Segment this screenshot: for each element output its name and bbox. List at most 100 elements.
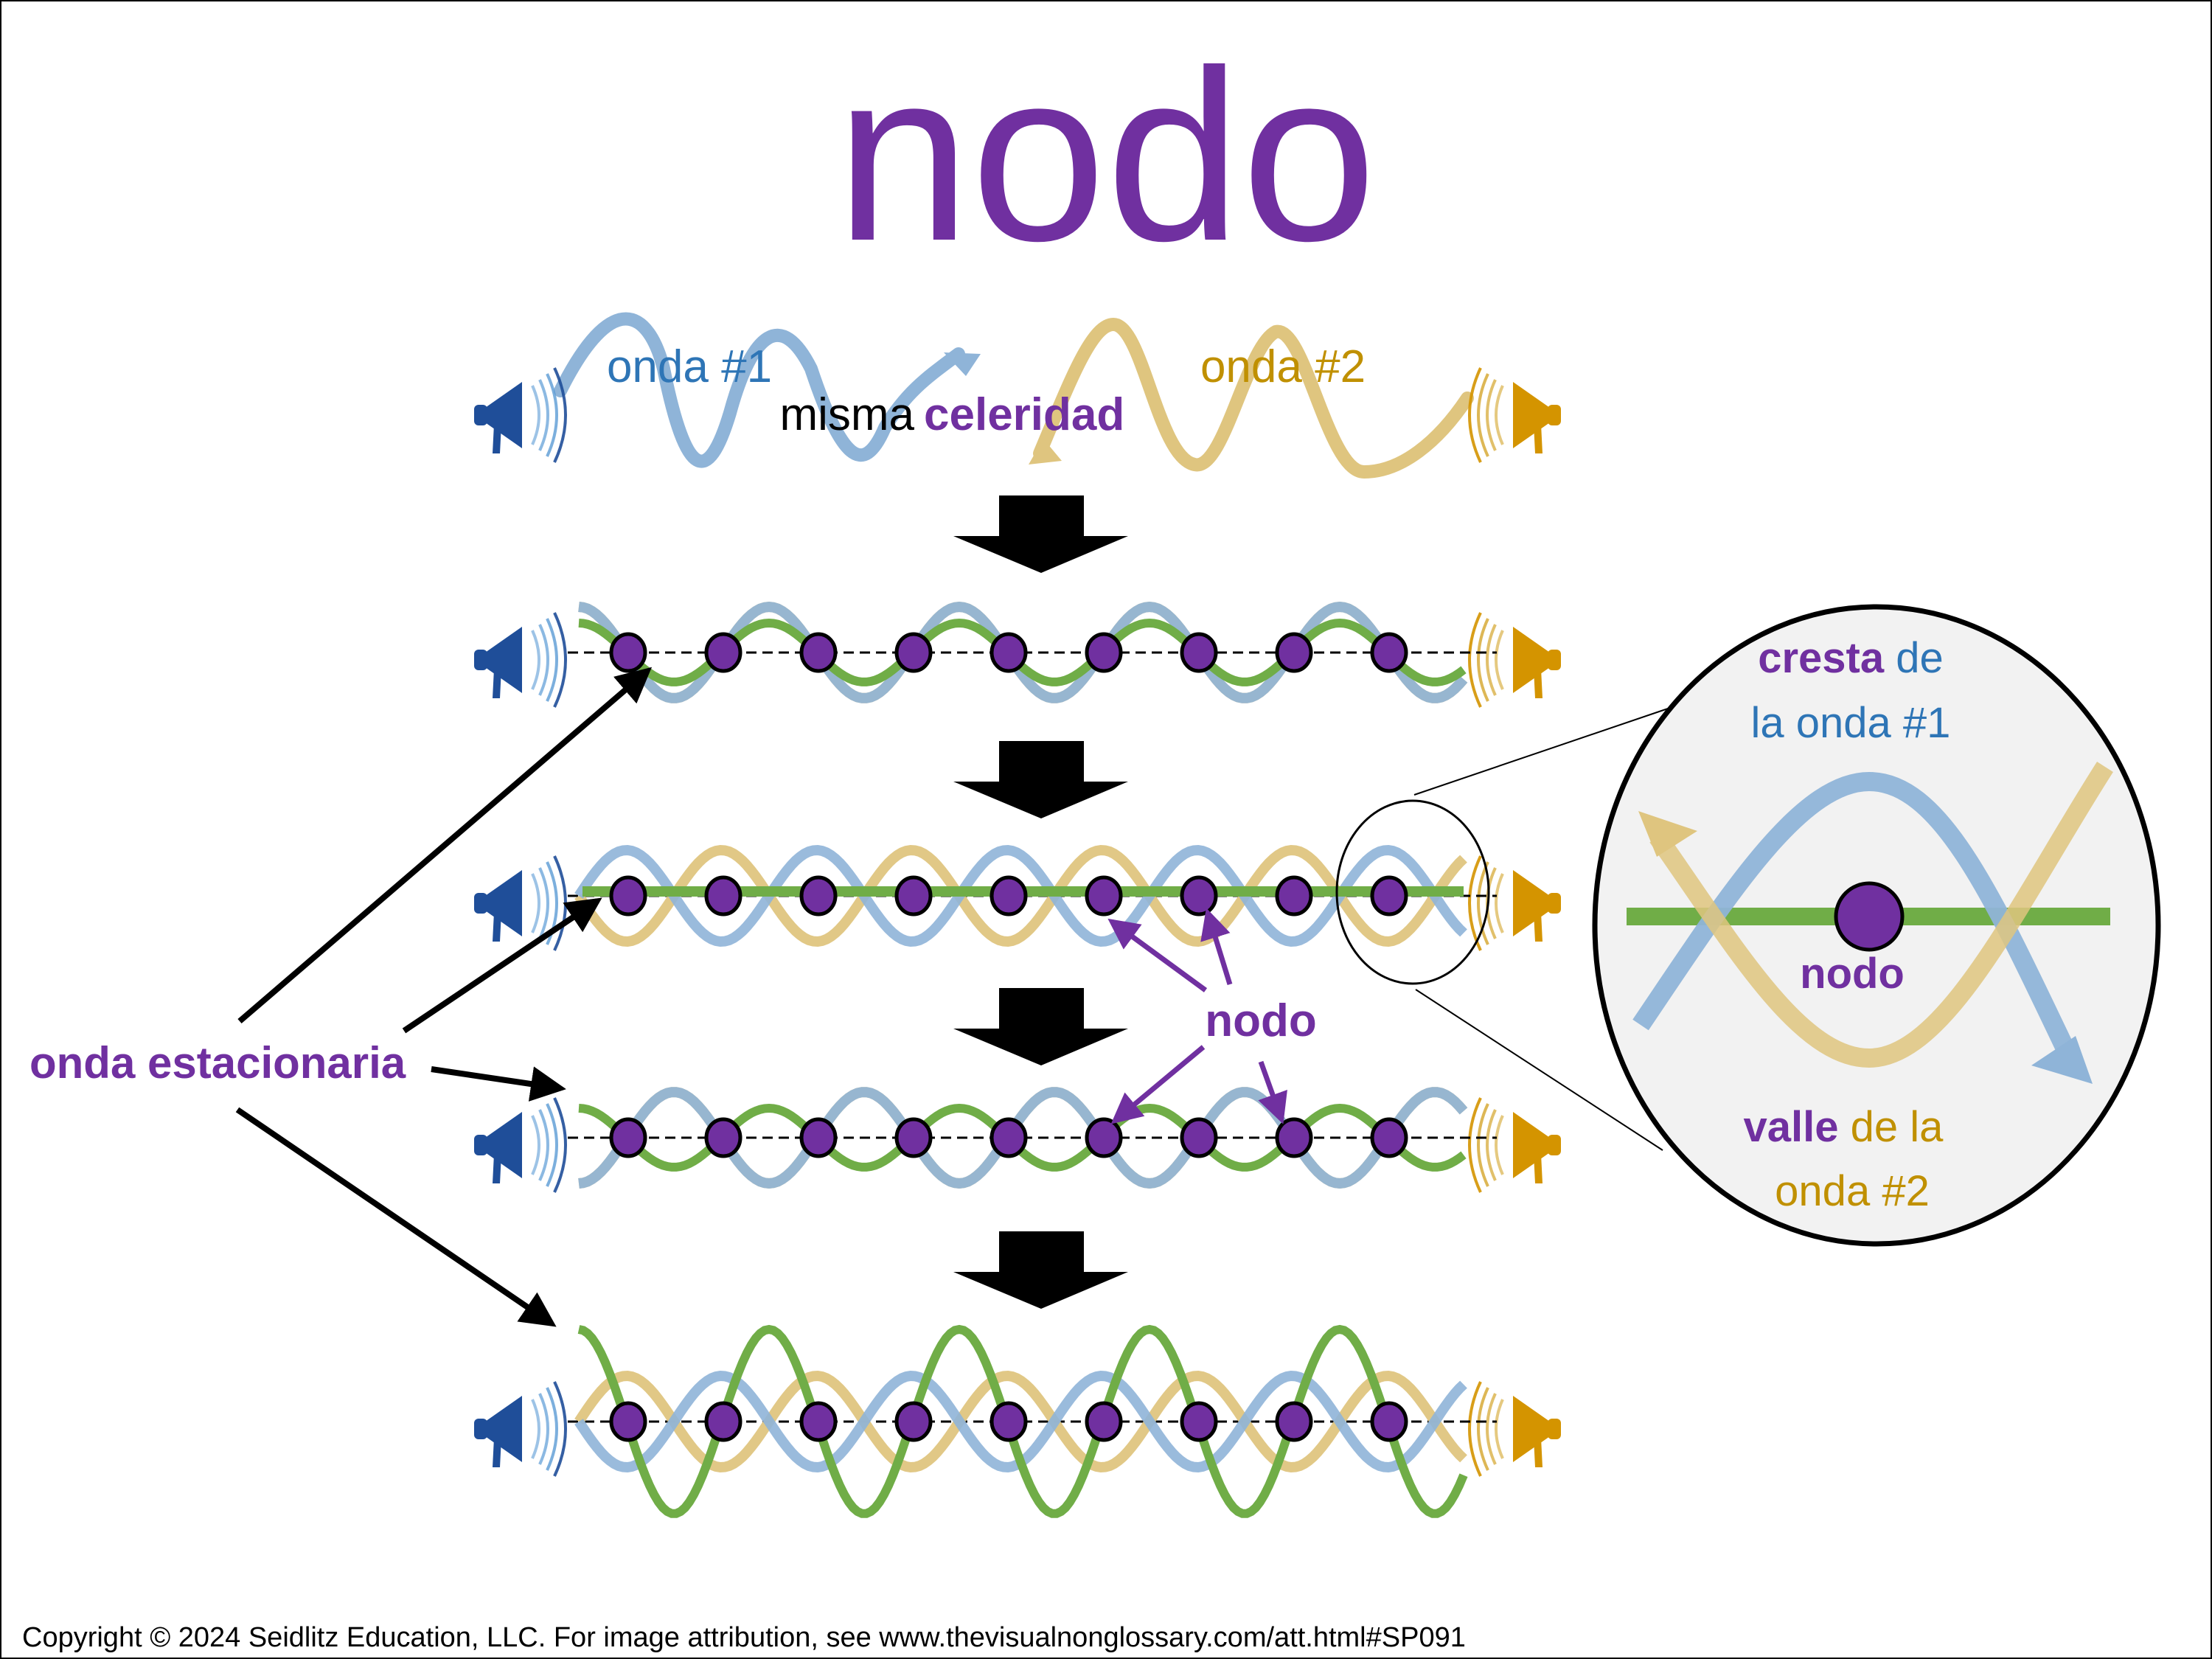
inset-wave2 bbox=[1649, 762, 2113, 1068]
node-arrow-2 bbox=[1200, 908, 1233, 986]
node-dot bbox=[1180, 1401, 1218, 1442]
node-dot bbox=[1370, 875, 1408, 917]
standing-wave-arrow-4 bbox=[235, 1107, 557, 1327]
node-dot bbox=[1275, 1401, 1313, 1442]
wave2-top-arrowhead bbox=[1029, 439, 1062, 465]
node-dot bbox=[1180, 1117, 1218, 1158]
speaker-left-icon bbox=[474, 612, 567, 708]
wave1-top-arrowhead bbox=[944, 352, 981, 376]
node-dot bbox=[894, 1117, 933, 1158]
wave1-label: onda #1 bbox=[607, 341, 772, 392]
speaker-left-icon bbox=[474, 1381, 567, 1477]
zoom-source-circle bbox=[1335, 799, 1490, 985]
node-dot bbox=[894, 875, 933, 917]
standing-wave-arrow-1 bbox=[237, 667, 653, 1024]
node-dot bbox=[1085, 632, 1123, 673]
zoom-connector-top bbox=[1413, 707, 1671, 796]
wave2-path bbox=[574, 844, 1467, 947]
speaker-right-icon bbox=[1468, 1381, 1561, 1477]
down-arrow-icon bbox=[953, 1231, 1128, 1309]
speaker-left-icon bbox=[474, 367, 567, 463]
node-dot bbox=[704, 632, 742, 673]
same-label: misma bbox=[779, 389, 914, 440]
inset-node-label: nodo bbox=[1800, 950, 1905, 998]
node-arrow-3 bbox=[1110, 1045, 1206, 1124]
wave2-path bbox=[574, 1370, 1467, 1473]
page-title: nodo bbox=[835, 19, 1377, 291]
inset-crest-line2: la onda #1 bbox=[1751, 699, 1951, 747]
speakers bbox=[474, 367, 1561, 1477]
node-arrow-1 bbox=[1107, 918, 1208, 992]
inset-trough-line2: onda #2 bbox=[1775, 1167, 1930, 1215]
zoom-inset: cresta de la onda #1 nodo valle de la on… bbox=[1592, 604, 2161, 1247]
node-dot bbox=[704, 1117, 742, 1158]
node-dot bbox=[990, 1117, 1028, 1158]
node-dot bbox=[1180, 632, 1218, 673]
standing-wave-label: onda estacionaria bbox=[29, 1038, 406, 1088]
node-dot bbox=[1275, 632, 1313, 673]
standing-wave-callout: onda estacionaria bbox=[29, 667, 653, 1327]
node-dot bbox=[1085, 875, 1123, 917]
node-arrow-4 bbox=[1258, 1060, 1287, 1124]
svg-text:valle de la: valle de la bbox=[1744, 1103, 1944, 1151]
top-section: onda #1 onda #2 misma celeridad bbox=[554, 312, 1474, 479]
node-dot bbox=[1370, 632, 1408, 673]
node-dot bbox=[704, 875, 742, 917]
down-arrows bbox=[953, 495, 1128, 1309]
inset-trough-bold: valle bbox=[1744, 1103, 1839, 1151]
zoom-connector-bottom bbox=[1415, 989, 1663, 1151]
node-dot bbox=[1370, 1117, 1408, 1158]
node-dot bbox=[1275, 875, 1313, 917]
speaker-left-icon bbox=[474, 1097, 567, 1193]
node-dot bbox=[894, 632, 933, 673]
inset-crest-bold: cresta bbox=[1758, 634, 1885, 682]
node-dot bbox=[609, 632, 647, 673]
row-3 bbox=[568, 1087, 1497, 1189]
node-dot bbox=[990, 632, 1028, 673]
speed-label: celeridad bbox=[924, 389, 1124, 440]
node-dot bbox=[609, 1401, 647, 1442]
node-dot bbox=[1085, 1401, 1123, 1442]
down-arrow-icon bbox=[953, 741, 1128, 818]
inset-crest-rest: de bbox=[1884, 634, 1944, 682]
node-dot bbox=[609, 1117, 647, 1158]
inset-wave1-arrowhead bbox=[2031, 1036, 2093, 1084]
wave2-label: onda #2 bbox=[1200, 341, 1366, 392]
node-dot bbox=[1085, 1117, 1123, 1158]
node-dot bbox=[799, 875, 838, 917]
speaker-right-icon bbox=[1468, 1097, 1561, 1193]
down-arrow-icon bbox=[953, 988, 1128, 1065]
node-dot bbox=[609, 875, 647, 917]
speaker-right-icon bbox=[1468, 855, 1561, 951]
speaker-right-icon bbox=[1468, 367, 1561, 463]
row-4 bbox=[568, 1324, 1497, 1518]
wave-rows bbox=[568, 601, 1497, 1518]
row-2 bbox=[568, 844, 1497, 947]
node-dot bbox=[990, 875, 1028, 917]
node-dot bbox=[1275, 1117, 1313, 1158]
wave2-top bbox=[1033, 317, 1474, 479]
wave1-path bbox=[574, 844, 1467, 947]
wave1-top bbox=[554, 312, 965, 468]
node-dot bbox=[1180, 875, 1218, 917]
row-1 bbox=[568, 601, 1497, 703]
node-dot bbox=[799, 1117, 838, 1158]
svg-text:cresta de: cresta de bbox=[1758, 634, 1944, 682]
copyright-footer: Copyright © 2024 Seidlitz Education, LLC… bbox=[22, 1622, 1466, 1653]
inset-wave2-arrowhead bbox=[1638, 811, 1697, 857]
inset-node-dot bbox=[1834, 881, 1905, 952]
speaker-right-icon bbox=[1468, 612, 1561, 708]
node-dot bbox=[799, 1401, 838, 1442]
standing-wave-arrow-2 bbox=[402, 897, 602, 1034]
speaker-left-icon bbox=[474, 855, 567, 951]
node-callout: nodo bbox=[1107, 908, 1317, 1124]
node-dot bbox=[1370, 1401, 1408, 1442]
node-dot bbox=[799, 632, 838, 673]
node-dot bbox=[704, 1401, 742, 1442]
standing-wave-arrow-3 bbox=[431, 1066, 566, 1102]
node-dot bbox=[990, 1401, 1028, 1442]
inset-trough-rest: de la bbox=[1839, 1103, 1944, 1151]
node-dot bbox=[894, 1401, 933, 1442]
